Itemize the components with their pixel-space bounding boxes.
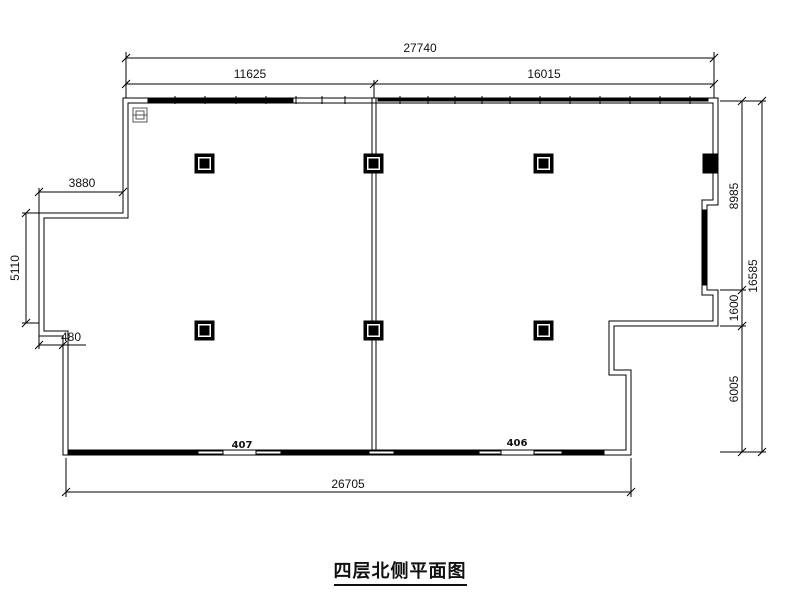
room-label-406: 406 [507, 438, 528, 449]
floor-plan [21, 52, 767, 497]
bottom-window-1 [67, 450, 199, 455]
dim-left-span: 11625 [234, 67, 267, 81]
dim-right-upper: 8985 [727, 182, 741, 209]
dim-line-top-overall [121, 52, 719, 98]
corner-symbol-icon [132, 107, 148, 123]
right-window [702, 209, 707, 286]
dim-left-height: 5110 [8, 255, 22, 281]
inner-wall [43, 102, 714, 451]
room-label-407: 407 [232, 440, 253, 451]
dim-right-lower: 6005 [727, 375, 741, 402]
outer-wall [38, 97, 719, 456]
columns [194, 153, 719, 341]
dim-left-offset: 3880 [69, 176, 96, 190]
bottom-opening-3 [368, 450, 395, 455]
bottom-opening-5 [533, 450, 563, 455]
drawing-title: 四层北侧平面图 [333, 561, 467, 586]
dim-line-left-height [21, 208, 39, 328]
drawing-title-block: 四层北侧平面图 [0, 557, 800, 586]
column [702, 153, 719, 174]
bottom-window-2 [280, 450, 370, 455]
dim-right-total: 16585 [746, 259, 760, 293]
dim-right-mid: 1600 [727, 294, 741, 321]
dim-line-right-chain [720, 96, 747, 457]
bottom-opening-1 [197, 450, 224, 455]
top-right-window [377, 98, 709, 102]
top-window [147, 98, 294, 103]
bottom-opening-4 [478, 450, 502, 455]
dim-line-right-total [746, 96, 767, 457]
dim-line-left-offset [34, 187, 128, 213]
bottom-window-4 [561, 450, 605, 455]
dim-line-bottom [61, 458, 636, 497]
dim-right-span: 16015 [527, 67, 561, 81]
bottom-window-3 [393, 450, 480, 455]
dim-line-small [34, 336, 86, 350]
dim-bottom-width: 26705 [331, 477, 365, 491]
dim-small-offset: 480 [61, 330, 81, 344]
bottom-opening-2 [255, 450, 282, 455]
dim-overall-top: 27740 [403, 41, 437, 55]
dim-line-top-sub [121, 79, 719, 98]
